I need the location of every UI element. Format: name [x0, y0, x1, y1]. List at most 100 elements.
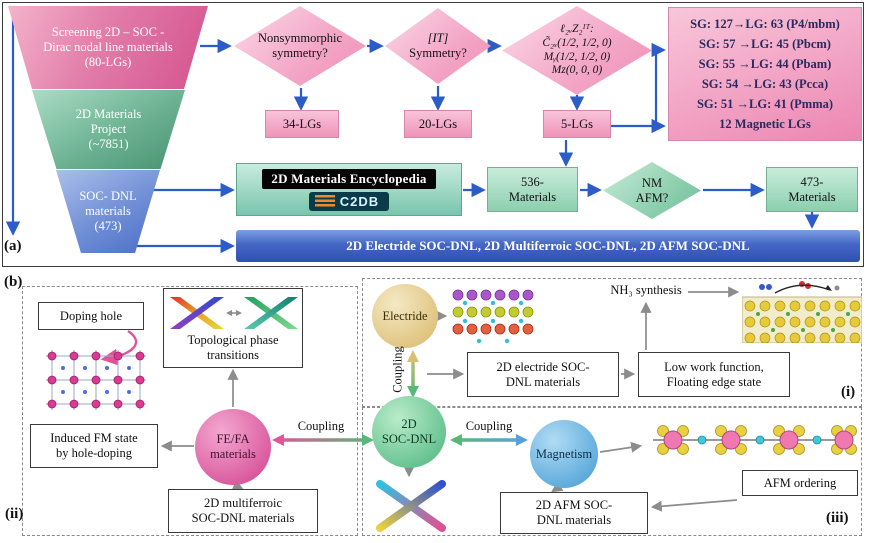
text-line: Mz(0, 0, 0) [551, 64, 603, 77]
section-i-label: (i) [841, 384, 856, 400]
panel-a-label: (a) [4, 238, 22, 254]
section-iii-border [362, 407, 862, 536]
text-line: C̃₂ₓ(1/2, 1/2, 0) [542, 36, 612, 49]
box-induced-fm: Induced FM state by hole-doping [30, 424, 158, 468]
c2db-label: C2DB [339, 193, 380, 209]
node-soc-dnl: 2D SOC-DNL [372, 396, 446, 468]
text-line: Floating edge state [666, 374, 762, 389]
text-line: 473- [800, 174, 824, 189]
box-20-lgs: 20-LGs [404, 110, 472, 138]
nh3-catalysis-image [741, 277, 863, 344]
arrow [599, 441, 643, 453]
box-536-materials: 536- Materials [487, 167, 578, 212]
text-line: by hole-doping [55, 446, 133, 460]
text-line: Screening 2D – SOC - [51, 25, 165, 40]
arrow [551, 481, 564, 493]
text-line: SOC-DNL [381, 432, 437, 446]
text-line: Nonsymmorphic [257, 31, 343, 46]
box-space-groups: SG: 127→LG: 63 (P4/mbm) SG: 57 →LG: 45 (… [668, 7, 862, 141]
band-transition-image [170, 297, 298, 329]
panel-b-arrows [160, 286, 740, 512]
text-line: Low work function, [664, 359, 764, 374]
text-line: (80-LGs) [84, 54, 132, 69]
box-topological-transitions: Topological phase transitions [163, 288, 303, 368]
panel-a-border [2, 2, 864, 267]
section-iii-label: (iii) [826, 510, 849, 526]
box-afm-ordering: AFM ordering [742, 470, 858, 496]
panel-b-label: (b) [4, 274, 23, 290]
text-line: transitions [206, 347, 260, 362]
text-line: Topological phase [187, 333, 279, 347]
c2db-stripes-icon [314, 194, 335, 208]
panel-a-arrows [5, 14, 820, 254]
text-line: Materials [508, 189, 557, 204]
box-multiferroic: 2D multiferroic SOC-DNL materials [168, 489, 318, 533]
text-line: 536- [521, 174, 544, 189]
section-ii-label: (ii) [5, 506, 24, 522]
node-magnetism: Magnetism [530, 420, 598, 488]
text-line: DNL materials [505, 374, 581, 389]
text-line: Dirac nodal line materials [43, 40, 173, 55]
funnel-level-screening: Screening 2D – SOC - Dirac nodal line ma… [8, 6, 208, 89]
text-line: 12 Magnetic LGs [719, 117, 811, 131]
node-electride: Electride [372, 284, 438, 348]
coupling-label-iii: Coupling [465, 419, 513, 433]
text-line: 2D electride SOC- [496, 359, 590, 374]
text-line: SG: 54 →LG: 43 (Pcca) [701, 77, 829, 91]
text-line: SG: 51 →LG: 41 (Pmma) [696, 97, 834, 111]
box-5-lgs: 5-LGs [543, 110, 611, 138]
arrow [231, 480, 244, 490]
c2db-logo: C2DB [308, 191, 390, 211]
text-line: SG: 55 →LG: 44 (Pbam) [698, 57, 832, 71]
text-line: Induced FM state [50, 431, 138, 446]
coupling-arrow-ii [272, 434, 374, 446]
section-ii-border [22, 286, 358, 536]
text-line: symmetry? [272, 46, 328, 60]
coupling-arrow-i [407, 350, 419, 398]
text-line: 2D [401, 417, 417, 432]
text-line: ℓ₂ᵥZ₂ᴵᵀ: [560, 23, 594, 36]
doping-curved-arrow [100, 330, 138, 366]
text-line: 2D Materials [75, 107, 142, 122]
text-line: NM [641, 175, 663, 190]
text-line: Materials [788, 189, 836, 204]
text-line: materials [85, 204, 131, 219]
text-line: SOC- DNL [79, 189, 137, 204]
encyclopedia-title: 2D Materials Encyclopedia [262, 168, 436, 189]
arrow [650, 499, 738, 512]
text-line: 2D multiferroic [203, 496, 283, 511]
box-afm-dnl: 2D AFM SOC- DNL materials [500, 492, 648, 534]
text-line: [IT] [427, 31, 449, 46]
box-34-lgs: 34-LGs [265, 110, 339, 138]
electride-crystal-image [449, 285, 537, 349]
text-line: materials [210, 447, 256, 461]
node-fefa-materials: FE/FA materials [195, 409, 271, 485]
funnel-level-socdnl: SOC- DNL materials (473) [56, 170, 160, 253]
result-bar: 2D Electride SOC-DNL, 2D Multiferroic SO… [236, 230, 860, 262]
text-line: Symmetry? [409, 46, 467, 60]
box-473-materials: 473- Materials [766, 167, 858, 212]
text-line: Project [90, 122, 127, 137]
funnel-level-2dmp: 2D Materials Project (~7851) [32, 90, 185, 169]
band-crossing-image [372, 476, 450, 536]
text-line: (~7851) [88, 136, 129, 151]
text-line: 2D AFM SOC- [535, 498, 613, 513]
text-line: SOC-DNL materials [191, 511, 295, 525]
text-line: AFM? [635, 190, 669, 205]
text-line: Mᵧ(1/2, 1/2, 0) [543, 50, 611, 63]
arrow [651, 42, 666, 126]
box-doping-hole: Doping hole [38, 302, 144, 330]
coupling-label-ii: Coupling [297, 419, 345, 433]
text-line: FE/FA [216, 432, 250, 447]
box-low-work-function: Low work function, Floating edge state [638, 352, 790, 397]
text-line: (473) [94, 218, 122, 233]
afm-orbital-chain-image [645, 410, 859, 468]
database-block: 2D Materials Encyclopedia C2DB [236, 163, 462, 216]
box-electride-dnl: 2D electride SOC- DNL materials [467, 352, 619, 397]
nh3-synthesis-label: NH₃ synthesis [610, 283, 682, 297]
coupling-label-i: Coupling [390, 346, 405, 393]
crystal-lattice-image [40, 340, 152, 420]
text-line: SG: 127→LG: 63 (P4/mbm) [690, 17, 840, 31]
